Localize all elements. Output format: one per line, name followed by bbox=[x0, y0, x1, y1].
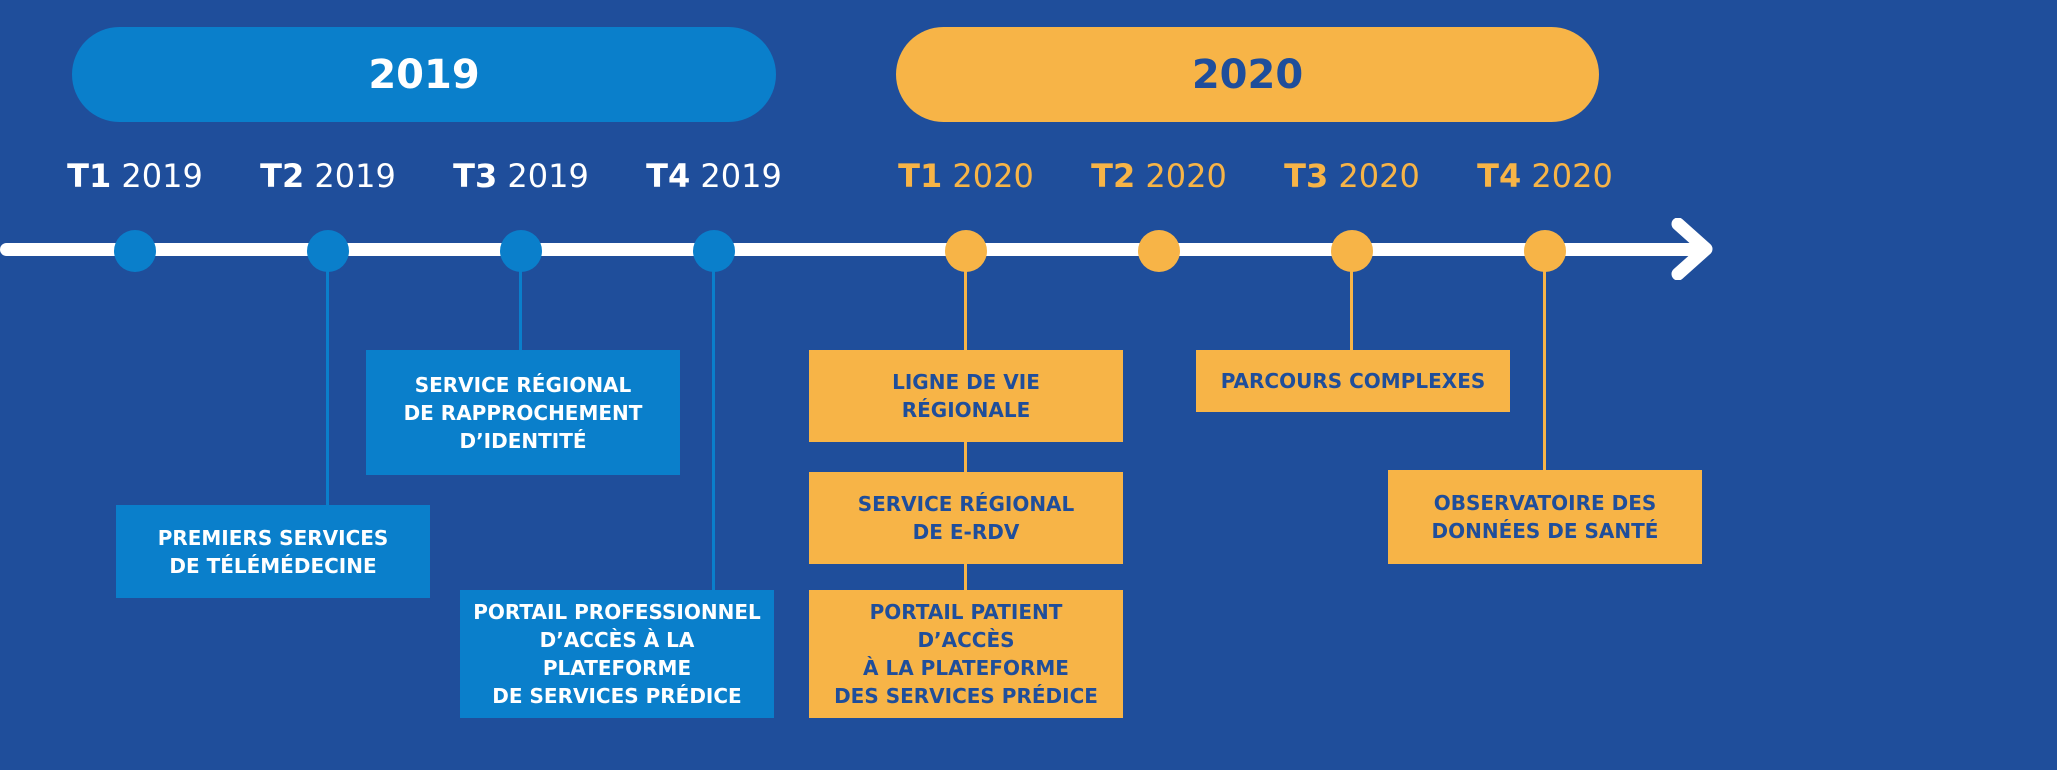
milestone-portail-patient: PORTAIL PATIENT D’ACCÈS À LA PLATEFORME … bbox=[809, 590, 1123, 718]
year-2019-label: 2019 bbox=[368, 51, 480, 98]
connector-t4-2020 bbox=[1543, 270, 1546, 470]
milestone-parcours-complexes: PARCOURS COMPLEXES bbox=[1196, 350, 1510, 412]
milestone-observatoire: OBSERVATOIRE DES DONNÉES DE SANTÉ bbox=[1388, 470, 1702, 564]
connector-t3-2019 bbox=[519, 270, 522, 350]
connector-t2-2019 bbox=[326, 270, 329, 505]
year-2019-banner: 2019 bbox=[72, 27, 776, 122]
quarter-label-t2-2019: T2 2019 bbox=[260, 157, 396, 195]
year-2020-banner: 2020 bbox=[896, 27, 1599, 122]
timeline-dot-t2-2020 bbox=[1138, 230, 1180, 272]
timeline-dot-t2-2019 bbox=[307, 230, 349, 272]
quarter-label-t1-2019: T1 2019 bbox=[67, 157, 203, 195]
milestone-telemedecine: PREMIERS SERVICES DE TÉLÉMÉDECINE bbox=[116, 505, 430, 598]
milestone-service-erdv: SERVICE RÉGIONAL DE E-RDV bbox=[809, 472, 1123, 564]
milestone-ligne-de-vie: LIGNE DE VIE RÉGIONALE bbox=[809, 350, 1123, 442]
timeline-dot-t3-2020 bbox=[1331, 230, 1373, 272]
milestone-portail-professionnel: PORTAIL PROFESSIONNEL D’ACCÈS À LA PLATE… bbox=[460, 590, 774, 718]
connector-t4-2019 bbox=[712, 270, 715, 590]
year-2020-label: 2020 bbox=[1191, 51, 1304, 98]
quarter-label-t4-2020: T4 2020 bbox=[1477, 157, 1613, 195]
timeline-dot-t1-2020 bbox=[945, 230, 987, 272]
quarter-label-t1-2020: T1 2020 bbox=[898, 157, 1034, 195]
milestone-rapprochement-identite: SERVICE RÉGIONAL DE RAPPROCHEMENT D’IDEN… bbox=[366, 350, 680, 475]
timeline-dot-t4-2020 bbox=[1524, 230, 1566, 272]
arrow-right-icon bbox=[1671, 218, 1713, 280]
timeline-dot-t3-2019 bbox=[500, 230, 542, 272]
quarter-label-t4-2019: T4 2019 bbox=[646, 157, 782, 195]
quarter-label-t2-2020: T2 2020 bbox=[1091, 157, 1227, 195]
quarter-label-t3-2020: T3 2020 bbox=[1284, 157, 1420, 195]
timeline-dot-t4-2019 bbox=[693, 230, 735, 272]
quarter-label-t3-2019: T3 2019 bbox=[453, 157, 589, 195]
timeline-axis bbox=[0, 243, 1700, 256]
connector-t3-2020 bbox=[1350, 270, 1353, 350]
timeline-dot-t1-2019 bbox=[114, 230, 156, 272]
